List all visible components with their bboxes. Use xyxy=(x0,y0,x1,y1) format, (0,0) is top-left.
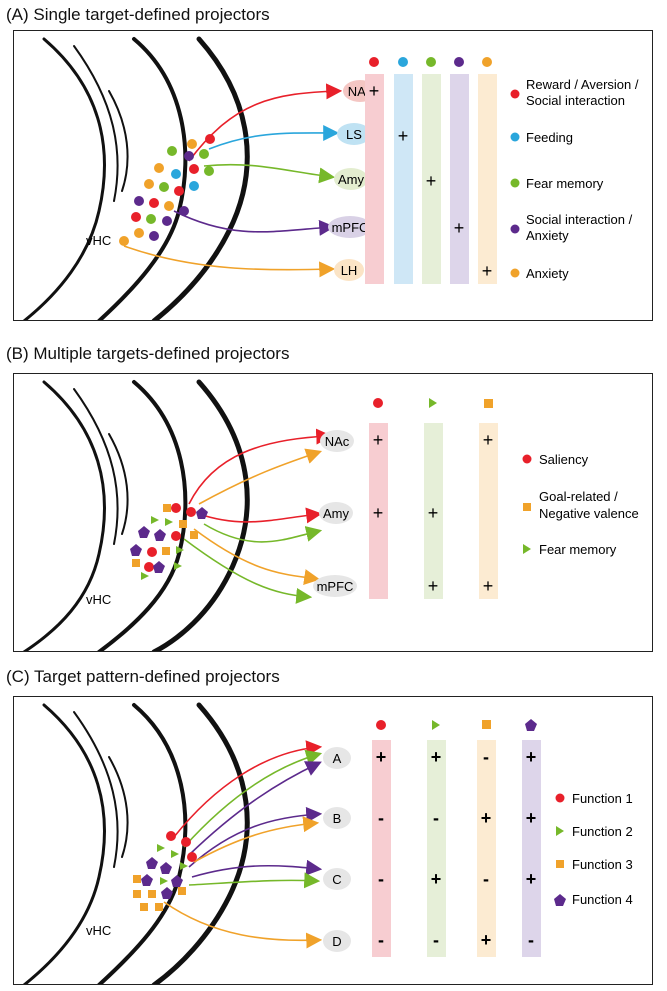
panel-a: vHC NAc LS Amy mPFC LH + + + + + Reward … xyxy=(13,30,653,321)
svg-text:-: - xyxy=(378,869,384,889)
hippocampus-outline xyxy=(22,702,250,984)
svg-text:-: - xyxy=(528,930,534,950)
arrow-to-nac xyxy=(188,83,343,162)
svg-text:mPFC: mPFC xyxy=(317,579,354,594)
legend: Function 1 Function 2 Function 3 Functio… xyxy=(554,791,633,907)
svg-text:Negative valence: Negative valence xyxy=(539,506,639,521)
region-label: vHC xyxy=(86,923,111,938)
svg-text:Reward / Aversion /: Reward / Aversion / xyxy=(526,77,639,92)
panel-b-diagram: vHC NAc Amy mPFC + + + + + + Saliency Go… xyxy=(22,379,639,651)
svg-text:Anxiety: Anxiety xyxy=(526,266,569,281)
target-d: D xyxy=(323,930,351,952)
target-ls: LS xyxy=(337,123,371,145)
svg-text:+: + xyxy=(482,261,493,281)
svg-text:+: + xyxy=(526,808,537,828)
svg-text:+: + xyxy=(483,576,494,596)
legend: Reward / Aversion / Social interaction F… xyxy=(510,77,639,281)
svg-text:-: - xyxy=(483,869,489,889)
svg-text:Fear memory: Fear memory xyxy=(539,542,617,557)
hippocampus-outline xyxy=(22,36,250,320)
svg-text:Social interaction /: Social interaction / xyxy=(526,212,633,227)
svg-text:+: + xyxy=(428,576,439,596)
svg-text:+: + xyxy=(454,218,465,238)
svg-text:Function 2: Function 2 xyxy=(572,824,633,839)
svg-text:+: + xyxy=(526,869,537,889)
svg-text:C: C xyxy=(332,872,341,887)
region-label: vHC xyxy=(86,233,111,248)
svg-text:A: A xyxy=(333,751,342,766)
neuron-cluster xyxy=(133,831,197,911)
target-amy: Amy xyxy=(334,168,368,190)
target-a: A xyxy=(323,747,351,769)
svg-text:B: B xyxy=(333,811,342,826)
panel-b-title: (B) Multiple targets-defined projectors xyxy=(6,344,290,363)
svg-text:Amy: Amy xyxy=(323,506,350,521)
function-columns xyxy=(369,398,498,599)
svg-text:-: - xyxy=(433,808,439,828)
svg-text:+: + xyxy=(426,171,437,191)
panel-b: vHC NAc Amy mPFC + + + + + + Saliency Go… xyxy=(13,373,653,652)
svg-text:D: D xyxy=(332,934,341,949)
svg-text:+: + xyxy=(373,503,384,523)
svg-text:Anxiety: Anxiety xyxy=(526,228,569,243)
region-label: vHC xyxy=(86,592,111,607)
svg-text:+: + xyxy=(431,747,442,767)
svg-text:-: - xyxy=(433,930,439,950)
svg-text:LS: LS xyxy=(346,127,362,142)
legend: Saliency Goal-related / Negative valence… xyxy=(522,452,639,557)
function-columns xyxy=(372,719,541,957)
matrix-cells: + + + + + + xyxy=(373,430,494,596)
svg-text:+: + xyxy=(369,81,380,101)
svg-text:-: - xyxy=(378,930,384,950)
arrow-to-mpfc xyxy=(173,210,336,236)
svg-text:NAc: NAc xyxy=(325,434,350,449)
svg-text:Feeding: Feeding xyxy=(526,130,573,145)
svg-text:+: + xyxy=(428,503,439,523)
target-c: C xyxy=(323,868,351,890)
panel-a-title: (A) Single target-defined projectors xyxy=(6,5,270,24)
panel-c-title: (C) Target pattern-defined projectors xyxy=(6,667,280,686)
svg-text:Function 3: Function 3 xyxy=(572,857,633,872)
svg-text:Amy: Amy xyxy=(338,172,365,187)
hippocampus-outline xyxy=(22,379,250,651)
svg-text:LH: LH xyxy=(341,263,358,278)
svg-text:+: + xyxy=(373,430,384,450)
svg-text:+: + xyxy=(526,747,537,767)
neuron-cluster xyxy=(119,134,215,246)
projection-arrows xyxy=(163,740,323,949)
svg-text:Function 1: Function 1 xyxy=(572,791,633,806)
panel-c: vHC A B C D + + - + - - + + - + - + - - … xyxy=(13,696,653,985)
neuron-cluster xyxy=(130,503,208,580)
target-lh: LH xyxy=(334,259,364,281)
target-mpfc: mPFC xyxy=(313,575,357,597)
arrow-to-amy xyxy=(203,163,336,184)
svg-text:-: - xyxy=(483,747,489,767)
svg-text:+: + xyxy=(376,747,387,767)
arrow-to-lh xyxy=(123,245,336,278)
svg-text:mPFC: mPFC xyxy=(332,220,369,235)
svg-text:Saliency: Saliency xyxy=(539,452,589,467)
svg-text:Goal-related /: Goal-related / xyxy=(539,489,618,504)
svg-text:+: + xyxy=(431,869,442,889)
function-columns xyxy=(365,57,497,284)
arrow-to-ls xyxy=(208,124,340,150)
projection-arrows xyxy=(123,83,343,278)
matrix-cells: + + + + + xyxy=(369,81,493,281)
svg-text:+: + xyxy=(398,126,409,146)
target-b: B xyxy=(323,807,351,829)
svg-text:Social interaction: Social interaction xyxy=(526,93,625,108)
target-nac: NAc xyxy=(320,430,354,452)
matrix-cells: + + - + - - + + - + - + - - + - xyxy=(376,747,537,950)
svg-text:+: + xyxy=(483,430,494,450)
projection-arrows xyxy=(183,428,333,604)
svg-text:Function 4: Function 4 xyxy=(572,892,633,907)
target-mpfc: mPFC xyxy=(328,216,372,238)
panel-c-diagram: vHC A B C D + + - + - - + + - + - + - - … xyxy=(22,702,633,984)
target-amy: Amy xyxy=(319,502,353,524)
svg-text:+: + xyxy=(481,930,492,950)
svg-text:Fear memory: Fear memory xyxy=(526,176,604,191)
svg-text:-: - xyxy=(378,808,384,828)
svg-text:+: + xyxy=(481,808,492,828)
panel-a-diagram: vHC NAc LS Amy mPFC LH + + + + + Reward … xyxy=(22,36,639,320)
